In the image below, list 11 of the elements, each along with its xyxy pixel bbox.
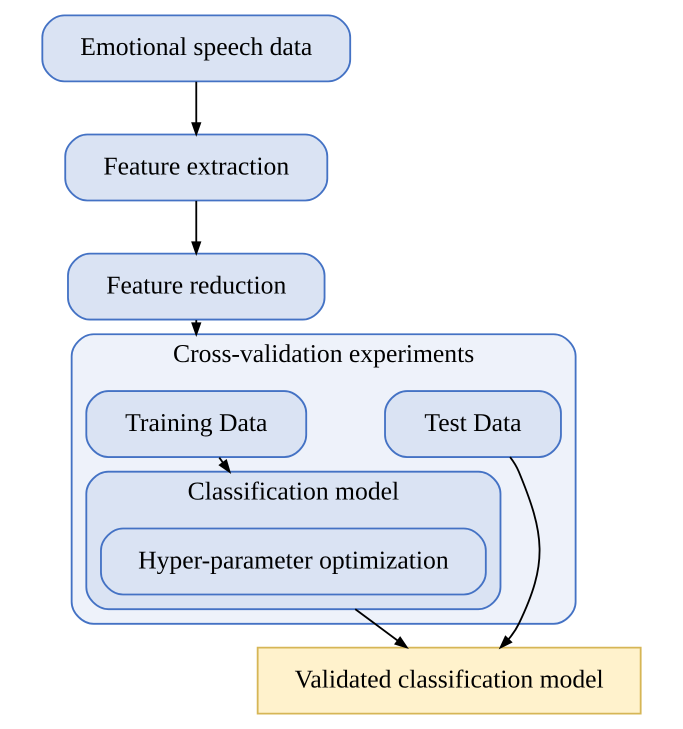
- arrow: [191, 200, 202, 256]
- node-box: Validated classification model: [256, 646, 642, 715]
- node-box: Feature extraction: [64, 134, 328, 202]
- arrow: [191, 82, 202, 137]
- node-box: Emotional speech data: [41, 14, 352, 82]
- node-box: Feature reduction: [67, 252, 326, 321]
- node-box: Hyper-parameter optimization: [100, 528, 487, 596]
- node-box: Training Data: [85, 390, 308, 458]
- arrow: [354, 608, 409, 649]
- arrow: [498, 456, 540, 650]
- node-box: Test Data: [384, 390, 562, 458]
